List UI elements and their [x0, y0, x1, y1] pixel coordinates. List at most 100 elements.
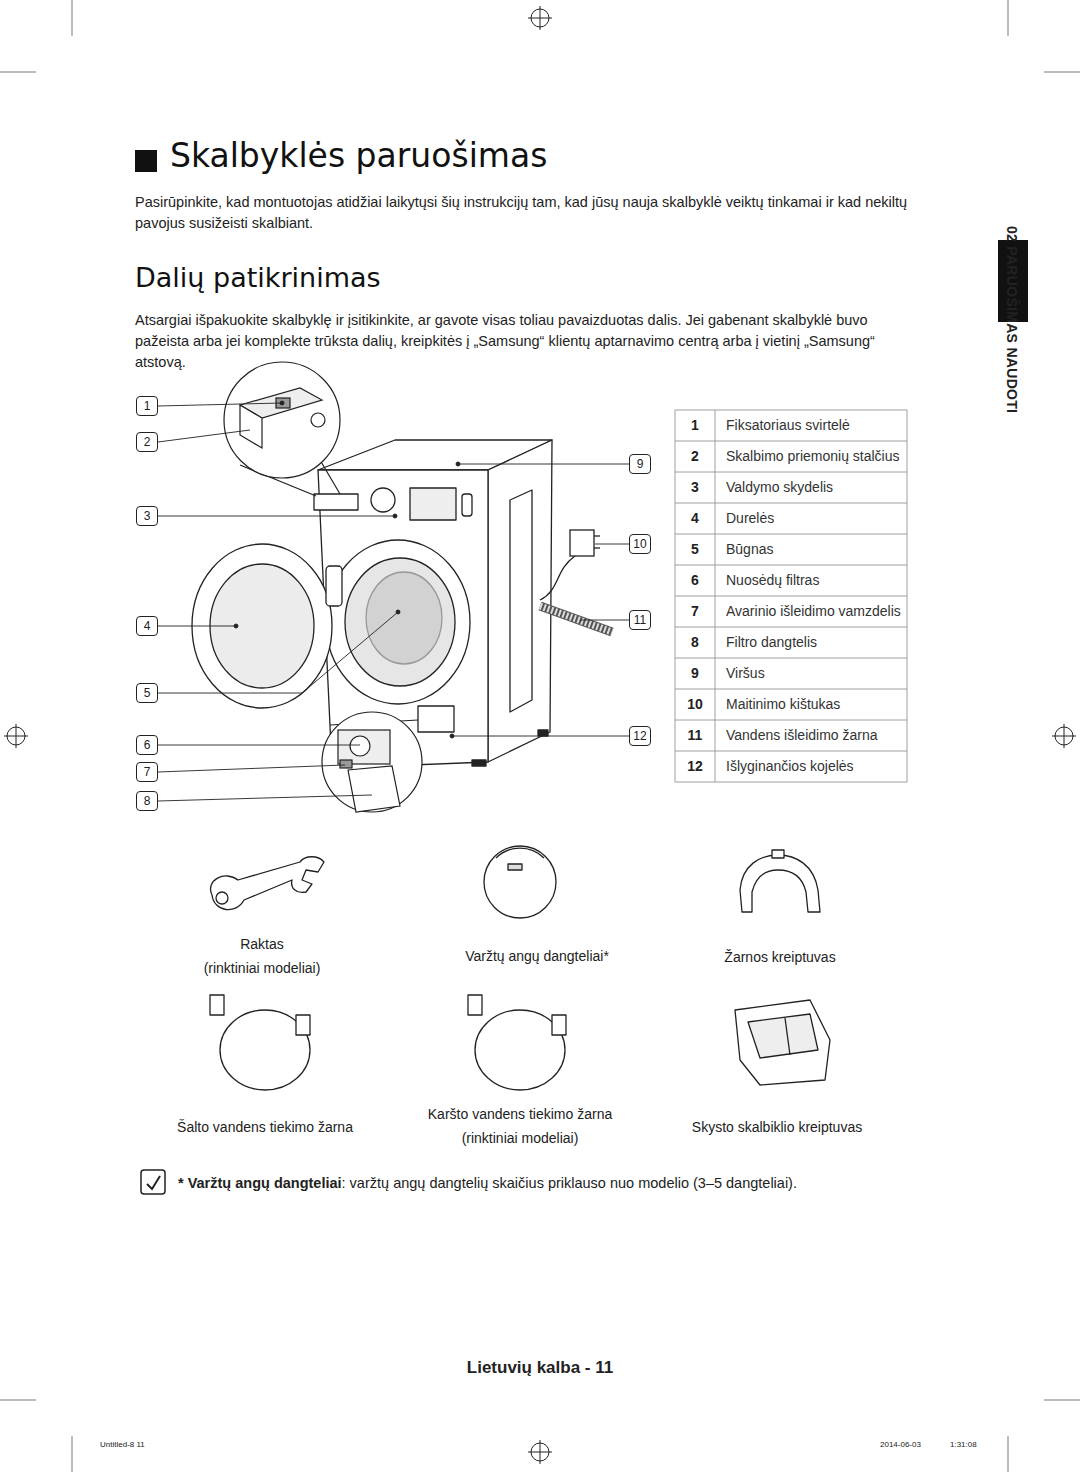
table-row-line — [675, 596, 907, 597]
registration-mark — [540, 6, 541, 30]
callout-number: 12 — [629, 726, 651, 746]
table-number: 9 — [691, 665, 699, 681]
note-icon — [141, 1170, 165, 1194]
page-title: Skalbyklės paruošimas — [170, 136, 547, 175]
table-row-line — [675, 658, 907, 659]
drawer-detail — [224, 362, 340, 496]
table-number: 3 — [691, 479, 699, 495]
leader-dot — [234, 624, 238, 628]
crop-mark — [72, 1436, 73, 1472]
table-number: 4 — [691, 510, 699, 526]
callout-number: 4 — [136, 616, 158, 636]
page-footer: Lietuvių kalba - 11 — [467, 1358, 613, 1378]
drum-inner — [366, 572, 442, 664]
accessory-note: (rinktiniai modeliai) — [462, 1130, 579, 1146]
hose-connector — [296, 1015, 310, 1035]
leader-dot — [280, 401, 284, 405]
crop-mark — [1008, 0, 1009, 36]
door-ring — [326, 540, 470, 704]
table-cell: Avarinio išleidimo vamzdelis — [726, 603, 901, 619]
callout-number: 10 — [629, 534, 651, 554]
table-cell: Išlyginančios kojelės — [726, 758, 854, 774]
intro-text: Pasirūpinkite, kad montuotojas atidžiai … — [135, 192, 915, 234]
callout-number: 3 — [136, 506, 158, 526]
crop-mark — [0, 72, 36, 73]
wrench-hole — [216, 892, 228, 904]
drawer-front — [240, 405, 262, 448]
note-check — [147, 1176, 160, 1189]
registration-mark — [540, 1440, 541, 1464]
table-row-line — [675, 627, 907, 628]
guide-inner — [748, 1014, 818, 1058]
table-row-line — [675, 565, 907, 566]
table-cell: Filtro dangtelis — [726, 634, 817, 650]
leader-line — [158, 612, 398, 693]
leader-line — [452, 736, 629, 737]
debris-filter — [350, 736, 370, 756]
callout-number: 2 — [136, 432, 158, 452]
leader-dot — [393, 514, 397, 518]
bolt-cap — [484, 846, 556, 918]
leader-line — [158, 745, 360, 746]
registration-mark — [1064, 724, 1065, 748]
table-row-line — [675, 472, 907, 473]
hot-water-hose — [475, 1010, 565, 1090]
leader-line — [580, 620, 629, 621]
leader-line — [158, 403, 282, 406]
note: * Varžtų angų dangteliai: varžtų angų da… — [178, 1173, 938, 1193]
plug-pin — [594, 547, 600, 548]
leader-lines — [158, 401, 629, 801]
leader-line — [595, 544, 629, 545]
power-plug — [570, 530, 594, 556]
callout-number: 8 — [136, 791, 158, 811]
table-cell: Vandens išleidimo žarna — [726, 727, 878, 743]
crop-mark — [1044, 1400, 1080, 1401]
display — [410, 488, 456, 520]
table-number: 2 — [691, 448, 699, 464]
hose-connector — [552, 1015, 566, 1035]
foot — [472, 760, 486, 766]
plug-pin — [594, 535, 600, 536]
table-cell: Būgnas — [726, 541, 773, 557]
table-cell: Fiksatoriaus svirtelė — [726, 417, 850, 433]
print-mark: 2014-06-03 — [880, 1440, 921, 1449]
table-number: 1 — [691, 417, 699, 433]
table-row-line — [675, 503, 907, 504]
callout-number: 1 — [136, 396, 158, 416]
wrench — [211, 857, 324, 910]
accessory-name: Žarnos kreiptuvas — [724, 949, 835, 965]
section-heading: Dalių patikrinimas — [135, 262, 381, 293]
accessory-name: Skysto skalbiklio kreiptuvas — [692, 1119, 862, 1135]
hose-connector — [468, 995, 482, 1015]
table-number: 6 — [691, 572, 699, 588]
callout-number: 5 — [136, 683, 158, 703]
note-term: * Varžtų angų dangteliai — [178, 1175, 342, 1191]
hose-guide — [740, 855, 820, 912]
leader-dot — [396, 610, 400, 614]
table-row-line — [675, 534, 907, 535]
accessory-name: Varžtų angų dangteliai* — [465, 948, 609, 964]
hose-guide-hook — [772, 850, 784, 858]
table-cell: Viršus — [726, 665, 765, 681]
table-cell: Durelės — [726, 510, 774, 526]
table-row-line — [675, 689, 907, 690]
detail-circle — [224, 362, 340, 478]
table-row-line — [675, 720, 907, 721]
section-tab-text: 02 PARUOŠIMAS NAUDOTI — [1004, 226, 1020, 413]
leader-line — [158, 795, 372, 801]
instruction-text: Atsargiai išpakuokite skalbyklę ir įsiti… — [135, 310, 915, 373]
side-panel — [510, 490, 532, 712]
detail-circle — [322, 712, 422, 812]
connections — [540, 530, 612, 632]
callout-number: 9 — [629, 454, 651, 474]
cold-water-hose — [220, 1010, 310, 1090]
filter-cover-closed — [418, 706, 454, 732]
leader-dot — [450, 734, 454, 738]
leader-dot — [456, 462, 460, 466]
crop-mark — [1008, 1436, 1009, 1472]
table-cell: Maitinimo kištukas — [726, 696, 840, 712]
filter-recess — [338, 730, 390, 764]
parts-table-grid — [675, 410, 907, 782]
